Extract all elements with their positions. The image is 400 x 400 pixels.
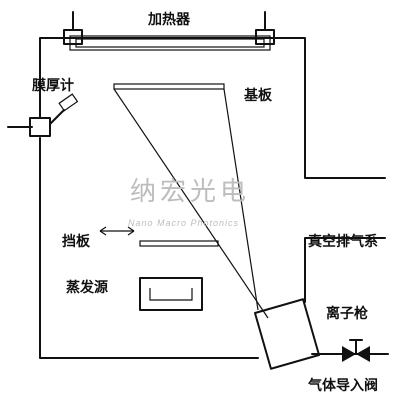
evaporation-source [139,277,203,311]
baffle [99,226,219,247]
chamber-wall [39,37,386,359]
label-vacuum-exhaust: 真空排气系 [308,233,378,249]
label-ion-gun: 离子枪 [326,305,368,321]
ion-gun [253,298,321,370]
gas-inlet-valve [311,339,389,362]
label-evaporation-source: 蒸发源 [66,279,108,295]
label-substrate: 基板 [244,87,273,103]
label-baffle: 挡板 [62,233,91,249]
watermark-chinese: 纳宏光电 [130,177,250,207]
vapor-beam-lines [113,88,269,319]
heater [63,11,275,51]
watermark-english: Nano Macro Photonics [128,218,239,228]
label-gas-inlet-valve: 气体导入阀 [307,377,378,393]
label-thickness-meter: 膜厚计 [32,77,74,93]
thickness-meter [7,93,79,137]
label-heater: 加热器 [147,11,191,27]
substrate-plate [113,83,225,90]
